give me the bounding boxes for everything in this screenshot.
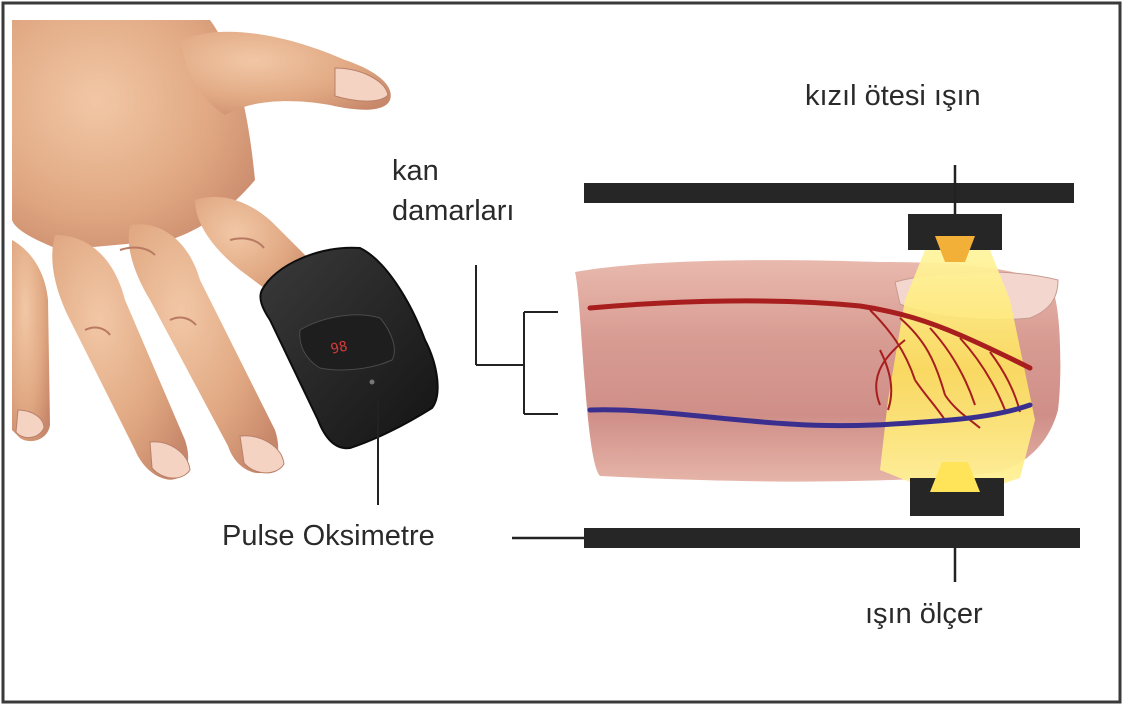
infrared-beam-label: kızıl ötesi ışın [805,78,981,114]
oximeter-button [370,380,375,385]
blood-vessels-label-line2: damarları [392,193,515,229]
light-detector-label: ışın ölçer [865,596,983,632]
blood-vessels-label-line1: kan [392,153,439,189]
pulse-oximeter-label: Pulse Oksimetre [222,518,435,554]
clamp-bottom-bar [584,528,1080,548]
oximeter-screen [300,315,395,370]
clamp-top-bar [584,183,1074,203]
